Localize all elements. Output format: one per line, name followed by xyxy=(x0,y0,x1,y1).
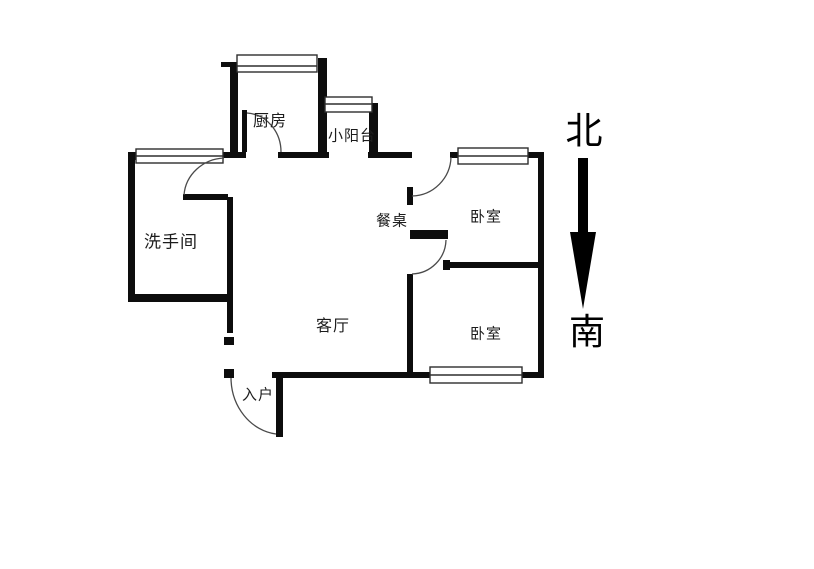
wall-balcony-right xyxy=(369,103,378,158)
wall-kitchen-right xyxy=(318,58,327,158)
window-bedroom-south xyxy=(429,366,523,384)
door-arc-kitchen xyxy=(246,112,282,153)
door-arc-bedroom-north xyxy=(411,156,452,197)
wall-mid-segment-d xyxy=(450,152,463,158)
door-arc-bathroom xyxy=(183,157,225,196)
wall-jamb-living-left-a xyxy=(224,337,234,345)
door-leaf-bathroom xyxy=(183,194,228,200)
door-leaf-bedroom-north xyxy=(407,187,413,205)
wall-bedroom-doors-bar xyxy=(410,230,448,239)
wall-mid-segment-e xyxy=(527,152,544,158)
south-arrow-icon xyxy=(570,158,596,309)
room-label-bedroom-north: 卧室 xyxy=(469,207,503,226)
wall-right xyxy=(538,152,544,378)
room-label-living-room: 客厅 xyxy=(315,316,351,335)
wall-bedroom-divider xyxy=(448,262,540,268)
wall-stub-kitchen-window-left xyxy=(221,62,237,67)
wall-bathroom-bottom xyxy=(128,294,233,302)
room-label-dining-table: 餐桌 xyxy=(375,211,409,230)
wall-bathroom-left xyxy=(128,152,135,302)
wall-bottom xyxy=(272,372,544,378)
room-label-balcony: 小阳台 xyxy=(327,126,377,145)
room-label-bathroom: 洗手间 xyxy=(144,232,198,253)
windows xyxy=(135,54,529,384)
wall-mid-segment-a xyxy=(222,152,246,158)
wall-bedroom-divider-nub xyxy=(443,260,450,270)
wall-mid-segment-b xyxy=(278,152,329,158)
wall-mid-segment-c xyxy=(368,152,412,158)
wall-bedroom-south-left xyxy=(407,274,413,377)
window-bedroom-north xyxy=(457,147,529,165)
door-leaf-entrance xyxy=(276,372,283,437)
wall-jamb-living-left-b xyxy=(224,369,234,378)
door-arc-entrance xyxy=(230,377,277,435)
door-leaf-kitchen xyxy=(242,110,247,152)
door-arc-bedroom-south xyxy=(411,239,447,275)
room-label-kitchen: 厨房 xyxy=(252,111,288,130)
wall-kitchen-left xyxy=(230,62,238,158)
room-label-bedroom-south: 卧室 xyxy=(469,324,503,343)
compass-north-label: 北 xyxy=(565,109,603,153)
door-arcs xyxy=(183,112,452,435)
compass-south-label: 南 xyxy=(568,312,606,353)
room-label-entrance: 入户 xyxy=(241,385,275,404)
window-kitchen xyxy=(236,54,318,73)
window-bathroom xyxy=(135,148,224,164)
window-balcony xyxy=(324,96,373,113)
wall-bathroom-right xyxy=(227,197,233,333)
walls xyxy=(128,58,544,437)
